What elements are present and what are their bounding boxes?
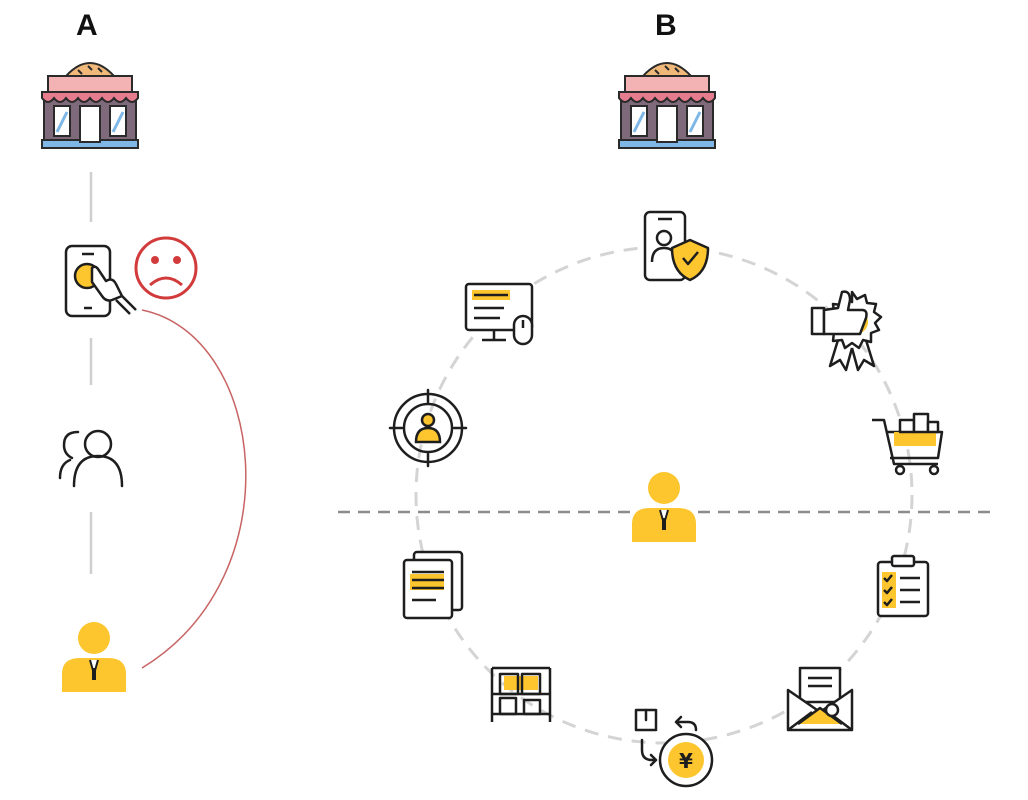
staff-icon — [631, 471, 697, 543]
target-user-icon — [388, 388, 468, 468]
documents-icon — [402, 550, 464, 620]
bakery-shop-icon — [617, 61, 717, 150]
bakery-shop-icon — [40, 61, 140, 150]
shelf-icon — [490, 666, 552, 722]
currency-symbol: ¥ — [679, 749, 693, 773]
checklist-icon — [876, 554, 930, 618]
mail-icon — [786, 666, 854, 732]
sad-face-icon — [134, 236, 198, 300]
thumbs-up-badge-icon — [810, 290, 883, 372]
monitor-icon — [464, 282, 534, 346]
phone-shield-icon — [643, 210, 710, 282]
service-cycle-ring — [414, 245, 914, 745]
currency-exchange-icon — [634, 708, 714, 788]
staff-icon — [61, 621, 127, 693]
shopping-cart-icon — [872, 412, 944, 476]
customers-icon — [58, 429, 124, 488]
panel-b-label: B — [655, 9, 677, 42]
feedback-curve — [141, 309, 247, 669]
panel-a-label: A — [76, 9, 98, 42]
phone-tap-icon — [64, 244, 137, 318]
